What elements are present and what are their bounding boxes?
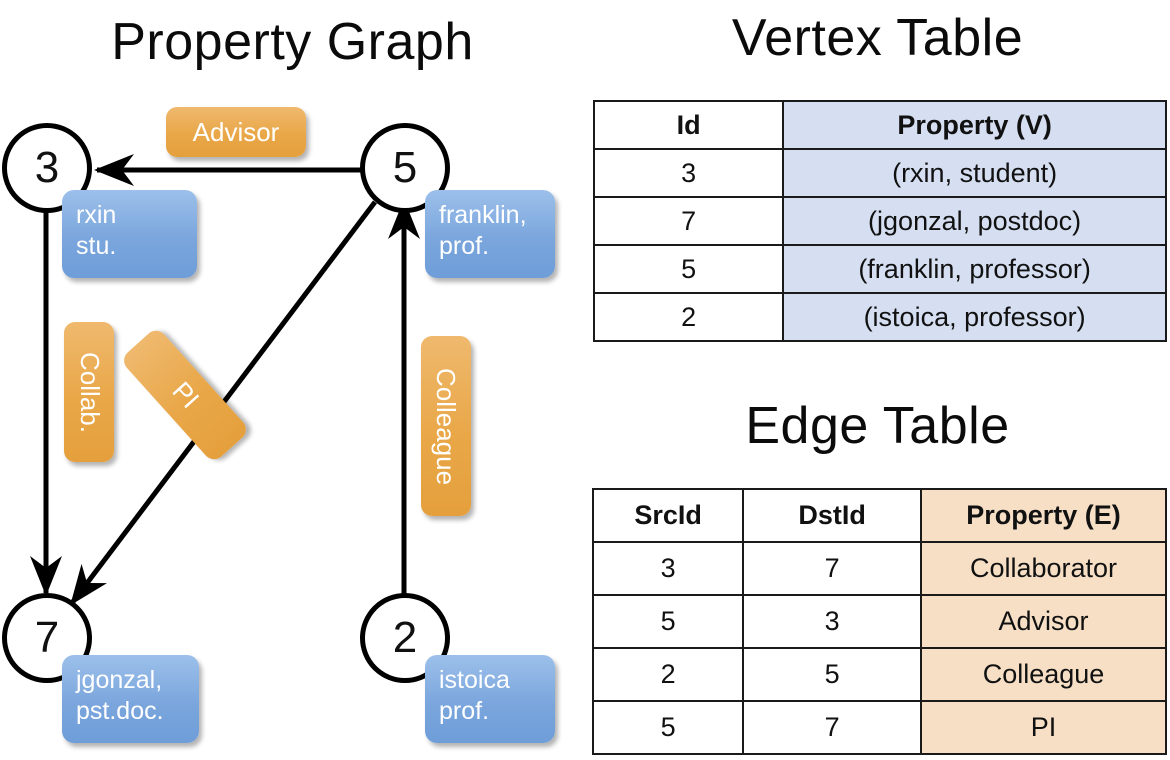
edge-label-colleague[interactable]: Colleague	[421, 336, 471, 516]
vertex-property-istoica-line1: istoica	[439, 666, 510, 694]
table-row[interactable]: 5 3 Advisor	[591, 594, 1167, 649]
vertex-table-header-id: Id	[592, 100, 785, 150]
graph-node-5[interactable]: 5	[360, 123, 450, 213]
edge-cell-property: Colleague	[920, 647, 1167, 702]
edge-cell-dst: 3	[742, 594, 923, 649]
vertex-cell-id: 3	[592, 148, 785, 198]
edge-cell-dst: 7	[742, 541, 923, 596]
vertex-cell-property: (jgonzal, postdoc)	[782, 196, 1167, 246]
edge-cell-src: 5	[591, 594, 745, 649]
edge-cell-src: 3	[591, 541, 745, 596]
vertex-property-box-rxin[interactable]: rxin stu.	[62, 190, 197, 278]
vertex-table-header-row: Id Property (V)	[592, 100, 1167, 150]
graph-node-3-label: 3	[34, 143, 60, 192]
edge-cell-src: 5	[591, 700, 745, 755]
graph-node-5-label: 5	[392, 143, 418, 192]
vertex-property-rxin-line2: stu.	[76, 231, 117, 260]
vertex-cell-property: (rxin, student)	[782, 148, 1167, 198]
vertex-table: Id Property (V) 3 (rxin, student) 7 (jgo…	[592, 100, 1167, 342]
vertex-property-jgonzal-line1: jgonzal,	[76, 666, 163, 694]
graph-node-2-label: 2	[392, 613, 418, 662]
vertex-property-franklin-line1: franklin,	[439, 201, 527, 229]
table-row[interactable]: 7 (jgonzal, postdoc)	[592, 196, 1167, 246]
edge-label-advisor[interactable]: Advisor	[166, 107, 306, 157]
graph-node-3[interactable]: 3	[2, 123, 92, 213]
page-title-edge-table: Edge Table	[745, 397, 1010, 455]
table-row[interactable]: 5 (franklin, professor)	[592, 244, 1167, 294]
edge-cell-property: Advisor	[920, 594, 1167, 649]
vertex-property-box-istoica[interactable]: istoica prof.	[425, 655, 555, 743]
edge-cell-property: Collaborator	[920, 541, 1167, 596]
edge-table-header-srcid: SrcId	[591, 488, 745, 543]
edge-cell-dst: 5	[742, 647, 923, 702]
table-row[interactable]: 3 7 Collaborator	[591, 541, 1167, 596]
edge-label-collab-text: Collab.	[74, 351, 105, 433]
vertex-cell-property: (franklin, professor)	[782, 244, 1167, 294]
edge-label-advisor-text: Advisor	[192, 116, 280, 147]
edge-table-header-property: Property (E)	[920, 488, 1167, 543]
page-title-property-graph: Property Graph	[111, 13, 474, 71]
edge-table-header-row: SrcId DstId Property (E)	[591, 488, 1167, 543]
vertex-property-istoica-line2: prof.	[439, 696, 490, 725]
edge-cell-src: 2	[591, 647, 745, 702]
edge-table-header-dstid: DstId	[742, 488, 923, 543]
edge-label-collab[interactable]: Collab.	[64, 322, 114, 462]
edge-table: SrcId DstId Property (E) 3 7 Collaborato…	[591, 488, 1167, 755]
edge-cell-dst: 7	[742, 700, 923, 755]
graph-node-7-label: 7	[34, 613, 60, 662]
vertex-cell-id: 2	[592, 292, 785, 342]
vertex-property-franklin-line2: prof.	[439, 231, 490, 260]
table-row[interactable]: 3 (rxin, student)	[592, 148, 1167, 198]
edge-label-pi-text: PI	[165, 375, 205, 414]
vertex-property-box-franklin[interactable]: franklin, prof.	[425, 190, 555, 278]
edge-cell-property: PI	[920, 700, 1167, 755]
vertex-property-box-jgonzal[interactable]: jgonzal, pst.doc.	[62, 655, 199, 743]
edge-label-colleague-text: Colleague	[431, 367, 462, 485]
property-graph-diagram: 3 5 7 2 rxin stu. franklin, prof. jgonza…	[0, 90, 585, 760]
vertex-cell-id: 7	[592, 196, 785, 246]
vertex-table-header-property: Property (V)	[782, 100, 1167, 150]
vertex-property-rxin-line1: rxin	[76, 201, 117, 229]
page-title-vertex-table: Vertex Table	[731, 9, 1024, 67]
vertex-cell-id: 5	[592, 244, 785, 294]
table-row[interactable]: 2 (istoica, professor)	[592, 292, 1167, 342]
vertex-property-jgonzal-line2: pst.doc.	[76, 696, 164, 725]
table-row[interactable]: 2 5 Colleague	[591, 647, 1167, 702]
vertex-cell-property: (istoica, professor)	[782, 292, 1167, 342]
table-row[interactable]: 5 7 PI	[591, 700, 1167, 755]
